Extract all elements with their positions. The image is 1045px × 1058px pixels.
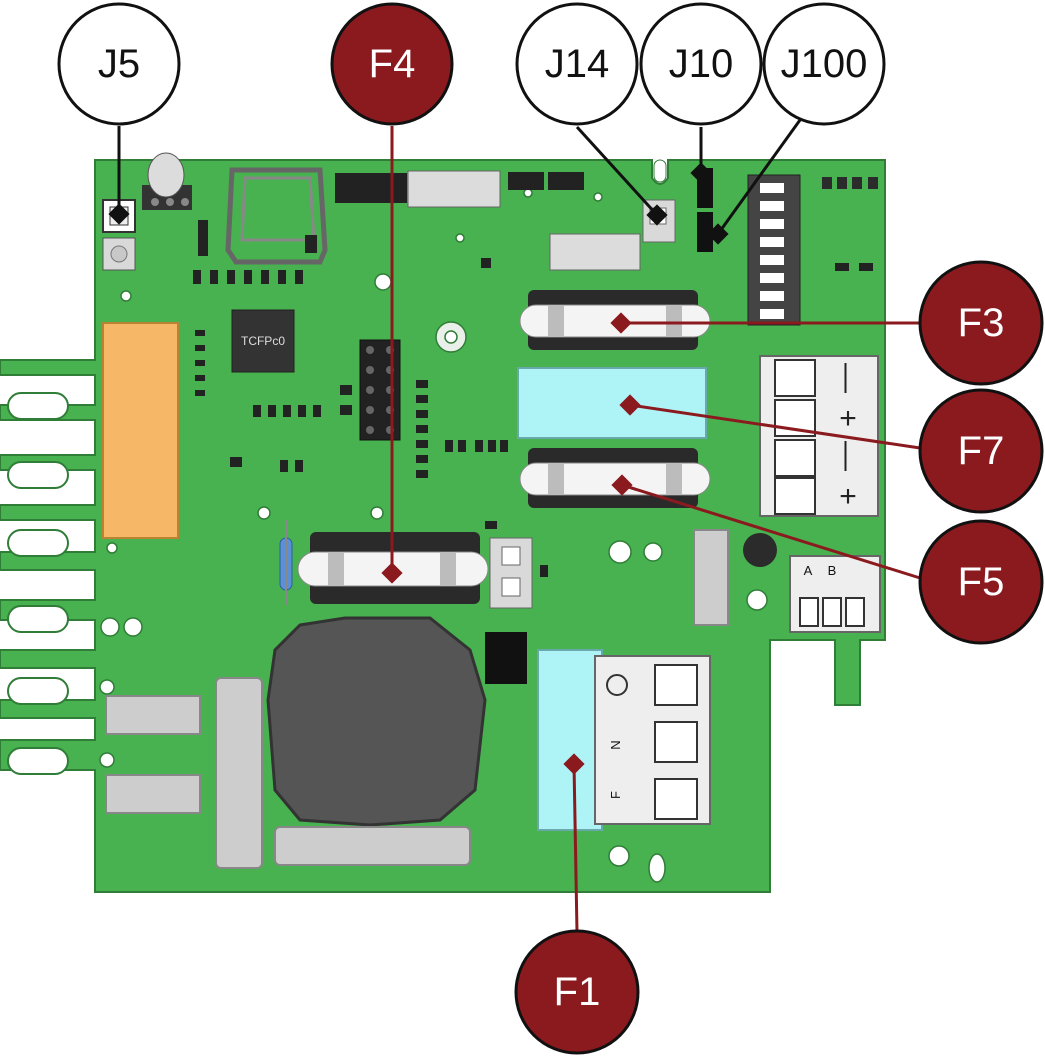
callout-j10: J10 bbox=[639, 2, 763, 126]
fuse-holder-f1 bbox=[537, 649, 603, 831]
callout-f1-label: F1 bbox=[554, 970, 601, 1014]
dip-switch bbox=[747, 174, 801, 326]
callout-j100-label: J100 bbox=[781, 42, 868, 86]
power-plus-1: + bbox=[839, 402, 857, 435]
top-slot bbox=[653, 159, 667, 183]
terminal-a-label: A bbox=[804, 563, 813, 578]
callout-f7: F7 bbox=[918, 388, 1044, 514]
power-minus-2: — bbox=[831, 441, 864, 471]
callout-f3: F3 bbox=[918, 260, 1044, 386]
edge-cutouts bbox=[7, 392, 69, 775]
callout-f7-label: F7 bbox=[958, 429, 1005, 473]
jumper-leaders bbox=[108, 119, 802, 245]
top-jumpers bbox=[508, 172, 584, 190]
callout-f3-label: F3 bbox=[958, 301, 1005, 345]
mains-label-n: N bbox=[608, 740, 623, 749]
callout-j14-label: J14 bbox=[545, 42, 610, 86]
microcontroller: TCFPc0 bbox=[231, 309, 295, 373]
callout-f4: F4 bbox=[330, 2, 454, 126]
mains-label-f: F bbox=[608, 791, 623, 799]
power-minus-1: — bbox=[831, 363, 864, 393]
fuse-holder-f7 bbox=[517, 367, 707, 439]
resistor bbox=[279, 520, 293, 605]
callout-j14: J14 bbox=[515, 2, 639, 126]
capacitors bbox=[105, 529, 729, 869]
mounting-holes bbox=[99, 188, 768, 883]
callout-f5-label: F5 bbox=[958, 560, 1005, 604]
status-leds bbox=[822, 177, 878, 189]
chip-marking: TCFPc0 bbox=[241, 334, 285, 348]
led-component bbox=[142, 152, 192, 210]
fuse-holder-f5 bbox=[519, 448, 711, 508]
bridge-rectifier bbox=[485, 632, 527, 684]
ab-terminal: A B bbox=[789, 555, 881, 633]
callout-j5-label: J5 bbox=[98, 42, 140, 86]
callout-j100: J100 bbox=[762, 2, 886, 126]
transistor bbox=[743, 533, 777, 567]
callout-f5: F5 bbox=[918, 519, 1044, 645]
small-connector bbox=[489, 537, 533, 609]
power-terminal: — + — + bbox=[759, 355, 879, 517]
ribbon-header bbox=[335, 173, 407, 203]
fuse-leaders bbox=[381, 126, 921, 933]
white-header-mid bbox=[549, 233, 641, 271]
callout-j5: J5 bbox=[57, 2, 181, 126]
inductor bbox=[266, 616, 487, 827]
callout-f1: F1 bbox=[514, 929, 640, 1055]
power-plus-2: + bbox=[839, 480, 857, 513]
terminal-b-label: B bbox=[828, 563, 837, 578]
white-header-top bbox=[407, 170, 501, 208]
smd-components bbox=[193, 220, 873, 577]
mains-terminal: N F bbox=[594, 655, 711, 825]
relay bbox=[102, 322, 179, 539]
callout-f4-label: F4 bbox=[369, 42, 416, 86]
callout-j10-label: J10 bbox=[669, 42, 734, 86]
